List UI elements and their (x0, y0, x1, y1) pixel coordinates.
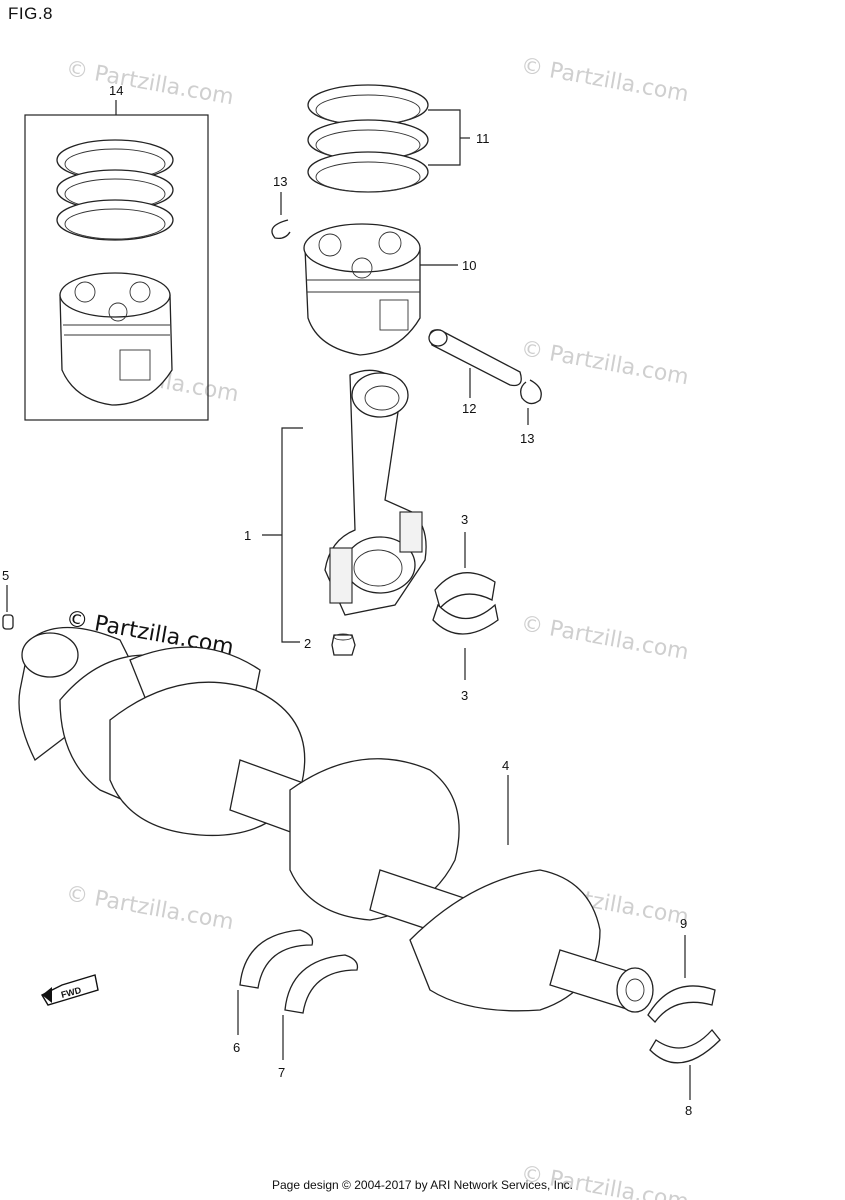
thrust-bearing-7[interactable] (282, 954, 359, 1060)
piston-pin-12[interactable] (428, 329, 522, 398)
footer-copyright: Page design © 2004-2017 by ARI Network S… (0, 1178, 845, 1192)
footer-text: Page design © 2004-2017 by ARI Network S… (271, 1178, 573, 1192)
callout-11: 11 (476, 131, 490, 146)
callout-1: 1 (244, 528, 251, 543)
watermark: © Partzilla.com (64, 881, 236, 935)
crank-bearing-9[interactable] (647, 935, 716, 1023)
crank-bearing-8[interactable] (649, 1028, 721, 1100)
thrust-bearing-6[interactable] (237, 929, 314, 1035)
crankshaft-4[interactable] (18, 626, 654, 1013)
callout-5: 5 (2, 568, 9, 583)
piston-rings-11[interactable] (307, 84, 470, 193)
conrod-bearings-3[interactable] (432, 532, 499, 680)
callout-3-bottom: 3 (461, 688, 468, 703)
dowel-pin-5[interactable] (2, 585, 14, 630)
circlip-13-right[interactable] (520, 379, 542, 425)
callout-4: 4 (502, 758, 509, 773)
callout-9: 9 (680, 916, 687, 931)
callout-10: 10 (462, 258, 476, 273)
watermark: © Partzilla.com (519, 53, 691, 107)
callout-3-top: 3 (461, 512, 468, 527)
circlip-13-top[interactable] (271, 192, 291, 240)
fwd-arrow-icon: FWD (41, 974, 99, 1006)
callout-8: 8 (685, 1103, 692, 1118)
callout-13-top: 13 (273, 174, 287, 189)
callout-13-right: 13 (520, 431, 534, 446)
figure-title: FIG.8 (8, 4, 54, 23)
watermark: © Partzilla.com (519, 611, 691, 665)
connecting-rod-1[interactable] (262, 369, 427, 643)
piston-kit-14[interactable] (24, 100, 209, 421)
callout-2: 2 (304, 636, 311, 651)
watermark: © Partzilla.com (519, 336, 691, 390)
watermark: © Partzilla.com (64, 56, 236, 110)
callout-14: 14 (109, 83, 123, 98)
piston-10[interactable] (303, 223, 458, 356)
callout-6: 6 (233, 1040, 240, 1055)
rod-nut-2[interactable] (331, 633, 356, 656)
callout-12: 12 (462, 401, 476, 416)
callouts: 14 11 13 10 12 13 1 3 5 2 3 4 9 6 7 8 (2, 83, 692, 1118)
callout-7: 7 (278, 1065, 285, 1080)
